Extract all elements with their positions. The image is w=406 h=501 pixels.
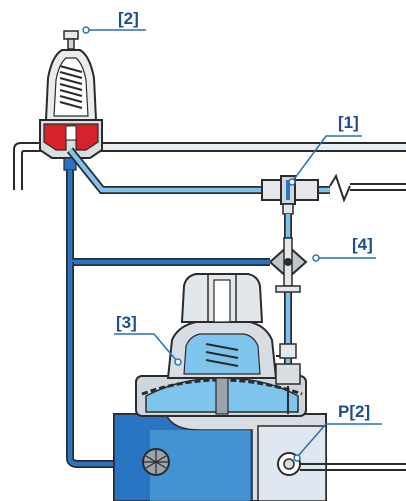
control-chamber-line [66,170,270,468]
main-valve [113,273,406,501]
callout-pressure-point: P[2] [338,402,371,421]
pilot-supply-pipe [13,142,406,190]
callout-needle-valve: [1] [338,113,359,132]
pilot-supply-pipe-fill [100,144,406,150]
pilot-valve [39,30,103,171]
needle-valve [261,175,319,215]
cock-valve [268,237,308,293]
callout-main-valve: [3] [116,313,137,332]
pilot-outlet-line [66,147,406,203]
callout-leaders [88,29,382,457]
callout-markers [82,26,320,462]
callout-pilot-valve: [2] [118,9,139,28]
callout-cock: [4] [352,235,373,254]
